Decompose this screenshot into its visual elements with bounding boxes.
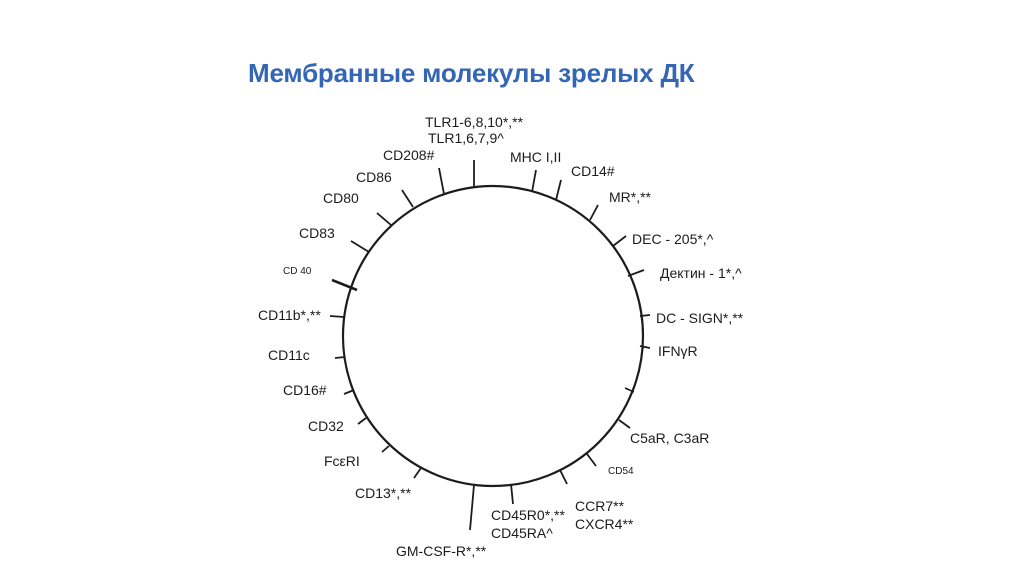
label-dc-sign: DC - SIGN*,**: [656, 310, 744, 326]
label-tlr-1-6-7-9: TLR1,6,7,9^: [428, 130, 504, 146]
receptor-tick: [555, 179, 562, 201]
receptor-tick: [531, 169, 537, 193]
label-c5ar-c3ar: C5aR, C3aR: [630, 430, 709, 446]
label-cd40: CD 40: [283, 266, 312, 277]
label-dectin-1: Дектин - 1*,^: [660, 265, 742, 281]
receptor-tick: [401, 189, 414, 208]
receptor-tick: [469, 484, 475, 531]
label-cd11c: CD11c: [268, 347, 310, 363]
receptor-tick: [331, 278, 358, 292]
receptor-tick: [618, 419, 631, 429]
label-cd80: CD80: [323, 190, 359, 206]
label-ccr7: CCR7**: [575, 498, 625, 514]
receptor-tick: [357, 417, 367, 425]
label-tlr-1-6-8-10: TLR1-6,8,10*,**: [425, 114, 524, 130]
label-cd45ra: CD45RA^: [491, 525, 553, 541]
cell-membrane-circle: [341, 184, 645, 488]
label-cd45r0: CD45R0*,**: [491, 507, 565, 523]
label-fc-epsilon-ri: FcεRI: [324, 453, 360, 469]
label-cd14: CD14#: [571, 163, 615, 179]
receptor-tick: [343, 389, 355, 395]
receptor-tick: [639, 314, 651, 317]
label-cd54: CD54: [608, 466, 634, 477]
molecule-labels: TLR1-6,8,10*,** TLR1,6,7,9^ MHC I,II CD1…: [258, 114, 744, 559]
label-cd13: CD13*,**: [355, 485, 412, 501]
receptor-tick: [559, 469, 568, 485]
receptor-tick: [624, 387, 635, 393]
receptor-tick: [413, 467, 422, 479]
receptor-tick: [627, 269, 645, 277]
receptor-tick: [589, 204, 599, 221]
label-mhc: MHC I,II: [510, 149, 561, 165]
receptor-tick: [381, 445, 390, 453]
label-dec-205: DEC - 205*,^: [632, 231, 714, 247]
slide-title: Мембранные молекулы зрелых ДК: [248, 58, 695, 88]
label-mr: MR*,**: [609, 189, 652, 205]
label-gm-csf-r: GM-CSF-R*,**: [396, 543, 487, 559]
receptor-tick: [329, 315, 345, 318]
label-cd86: CD86: [356, 169, 392, 185]
label-cd11b: CD11b*,**: [258, 307, 321, 323]
receptor-tick: [438, 167, 445, 195]
receptor-tick: [334, 356, 346, 359]
label-cd32: CD32: [308, 418, 344, 434]
receptor-tick: [376, 212, 392, 226]
label-cd208: CD208#: [383, 147, 435, 163]
label-cd16: CD16#: [283, 382, 327, 398]
label-ifn-gamma-r: IFNγR: [658, 343, 698, 359]
label-cxcr4: CXCR4**: [575, 516, 634, 532]
receptor-tick: [586, 453, 597, 467]
receptor-tick: [350, 240, 370, 253]
receptor-tick: [510, 483, 514, 505]
receptor-ticks: [329, 160, 651, 531]
receptor-tick: [639, 345, 651, 349]
receptor-tick: [612, 235, 627, 247]
label-cd83: CD83: [299, 225, 335, 241]
